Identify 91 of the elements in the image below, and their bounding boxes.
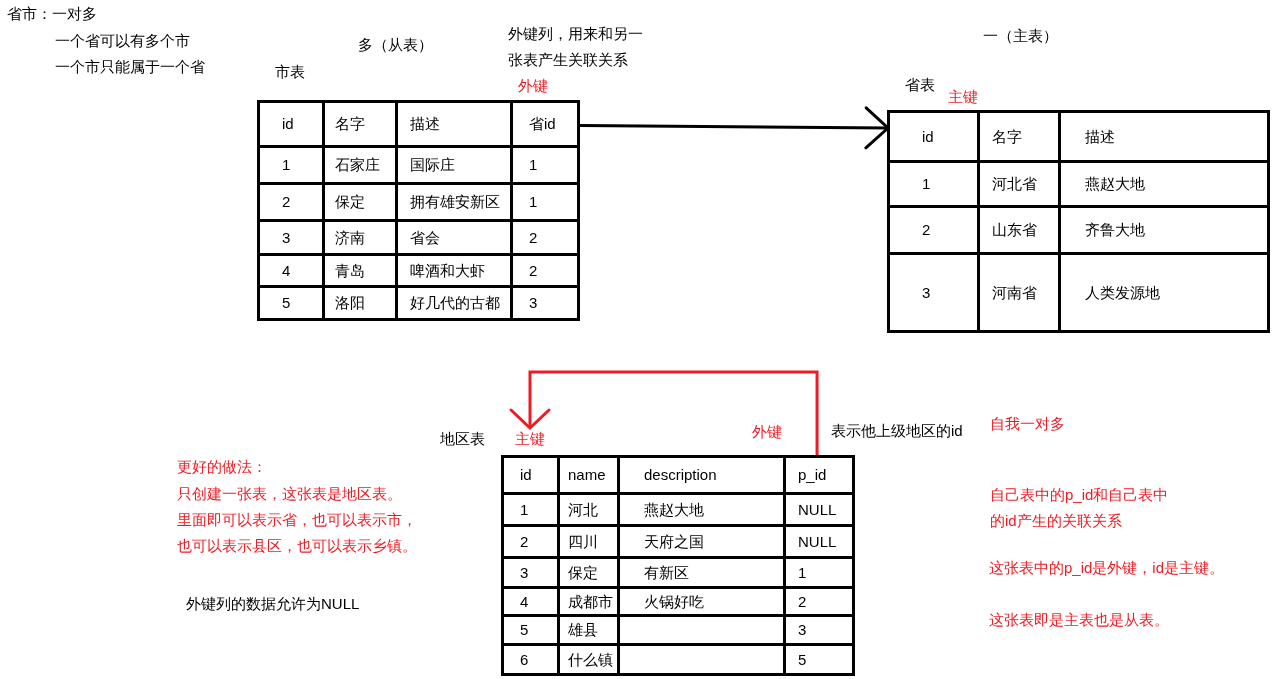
table-cell: NULL — [786, 527, 855, 559]
table-cell: 成都市 — [560, 589, 620, 617]
note-text: 只创建一张表，这张表是地区表。 — [177, 485, 402, 503]
table-cell: 2 — [513, 222, 580, 256]
table-cell: 燕赵大地 — [1061, 163, 1270, 208]
table-cell: 雄县 — [560, 617, 620, 646]
table-cell: 拥有雄安新区 — [398, 185, 513, 222]
table-cell: NULL — [786, 495, 855, 527]
key-label: 外键 — [752, 423, 782, 441]
header-cell: id — [504, 458, 560, 495]
data-table — [887, 110, 1270, 333]
table-cell: 燕赵大地 — [620, 495, 786, 527]
table-cell: 3 — [513, 288, 580, 321]
header-cell: id — [890, 113, 980, 163]
table-cell: 1 — [513, 148, 580, 185]
table-cell: 5 — [504, 617, 560, 646]
table-title: 市表 — [275, 63, 305, 81]
key-label: 主键 — [515, 430, 545, 448]
table-cell: 天府之国 — [620, 527, 786, 559]
table-cell: 河北省 — [980, 163, 1061, 208]
header-cell: 描述 — [1061, 113, 1270, 163]
note-text: 这张表中的p_id是外键，id是主键。 — [989, 559, 1225, 577]
table-cell: 1 — [513, 185, 580, 222]
note-text: 自我一对多 — [990, 415, 1065, 433]
table-cell: 1 — [890, 163, 980, 208]
empty-cell — [620, 617, 786, 646]
table-cell: 2 — [260, 185, 325, 222]
table-caption: 一（主表） — [983, 27, 1058, 45]
header-cell: name — [560, 458, 620, 495]
arrow — [509, 370, 819, 456]
table-cell: 保定 — [325, 185, 398, 222]
note-text: 省市：一对多 — [7, 5, 97, 23]
table-cell: 啤酒和大虾 — [398, 256, 513, 288]
note-text: 外键列，用来和另一张表产生关联关系 — [508, 24, 644, 70]
key-label: 外键 — [518, 77, 548, 95]
header-cell: description — [620, 458, 786, 495]
table-title: 省表 — [905, 76, 935, 94]
table-cell: 好几代的古都 — [398, 288, 513, 321]
note-text: 自己表中的p_id和自己表中的id产生的关联关系 — [990, 485, 1170, 531]
header-cell: 名字 — [325, 103, 398, 148]
note-text: 里面即可以表示省，也可以表示市，也可以表示县区，也可以表示乡镇。 — [177, 510, 418, 556]
note-text: 外键列的数据允许为NULL — [186, 595, 360, 613]
table-cell: 2 — [890, 208, 980, 255]
table-title: 地区表 — [440, 430, 485, 448]
table-cell: 什么镇 — [560, 646, 620, 676]
table-cell: 山东省 — [980, 208, 1061, 255]
data-table — [501, 455, 855, 676]
header-cell: 名字 — [980, 113, 1061, 163]
table-cell: 4 — [504, 589, 560, 617]
table-cell: 5 — [786, 646, 855, 676]
table-cell: 6 — [504, 646, 560, 676]
table-cell: 2 — [786, 589, 855, 617]
table-cell: 保定 — [560, 559, 620, 589]
table-cell: 1 — [504, 495, 560, 527]
table-cell: 国际庄 — [398, 148, 513, 185]
note-heading: 更好的做法： — [177, 458, 267, 476]
note-text: 表示他上级地区的id — [831, 422, 963, 440]
table-cell: 洛阳 — [325, 288, 398, 321]
table-cell: 河南省 — [980, 255, 1061, 333]
table-cell: 有新区 — [620, 559, 786, 589]
table-cell: 河北 — [560, 495, 620, 527]
table-cell: 火锅好吃 — [620, 589, 786, 617]
table-cell: 四川 — [560, 527, 620, 559]
table-cell: 2 — [504, 527, 560, 559]
note-text: 一个省可以有多个市 — [55, 32, 190, 50]
header-cell: id — [260, 103, 325, 148]
table-cell: 2 — [513, 256, 580, 288]
table-cell: 3 — [890, 255, 980, 333]
table-cell: 3 — [260, 222, 325, 256]
table-cell: 5 — [260, 288, 325, 321]
table-cell: 人类发源地 — [1061, 255, 1270, 333]
table-cell: 3 — [786, 617, 855, 646]
table-cell: 省会 — [398, 222, 513, 256]
table-cell: 4 — [260, 256, 325, 288]
arrow — [580, 106, 890, 150]
table-cell: 青岛 — [325, 256, 398, 288]
header-cell: p_id — [786, 458, 855, 495]
table-cell: 济南 — [325, 222, 398, 256]
data-table — [257, 100, 580, 321]
header-cell: 描述 — [398, 103, 513, 148]
table-cell: 3 — [504, 559, 560, 589]
note-text: 一个市只能属于一个省 — [55, 58, 205, 76]
empty-cell — [620, 646, 786, 676]
key-label: 主键 — [948, 88, 978, 106]
table-cell: 齐鲁大地 — [1061, 208, 1270, 255]
note-text: 这张表即是主表也是从表。 — [989, 611, 1169, 629]
table-caption: 多（从表） — [358, 36, 433, 54]
header-cell: 省id — [513, 103, 580, 148]
table-cell: 石家庄 — [325, 148, 398, 185]
table-cell: 1 — [260, 148, 325, 185]
table-cell: 1 — [786, 559, 855, 589]
